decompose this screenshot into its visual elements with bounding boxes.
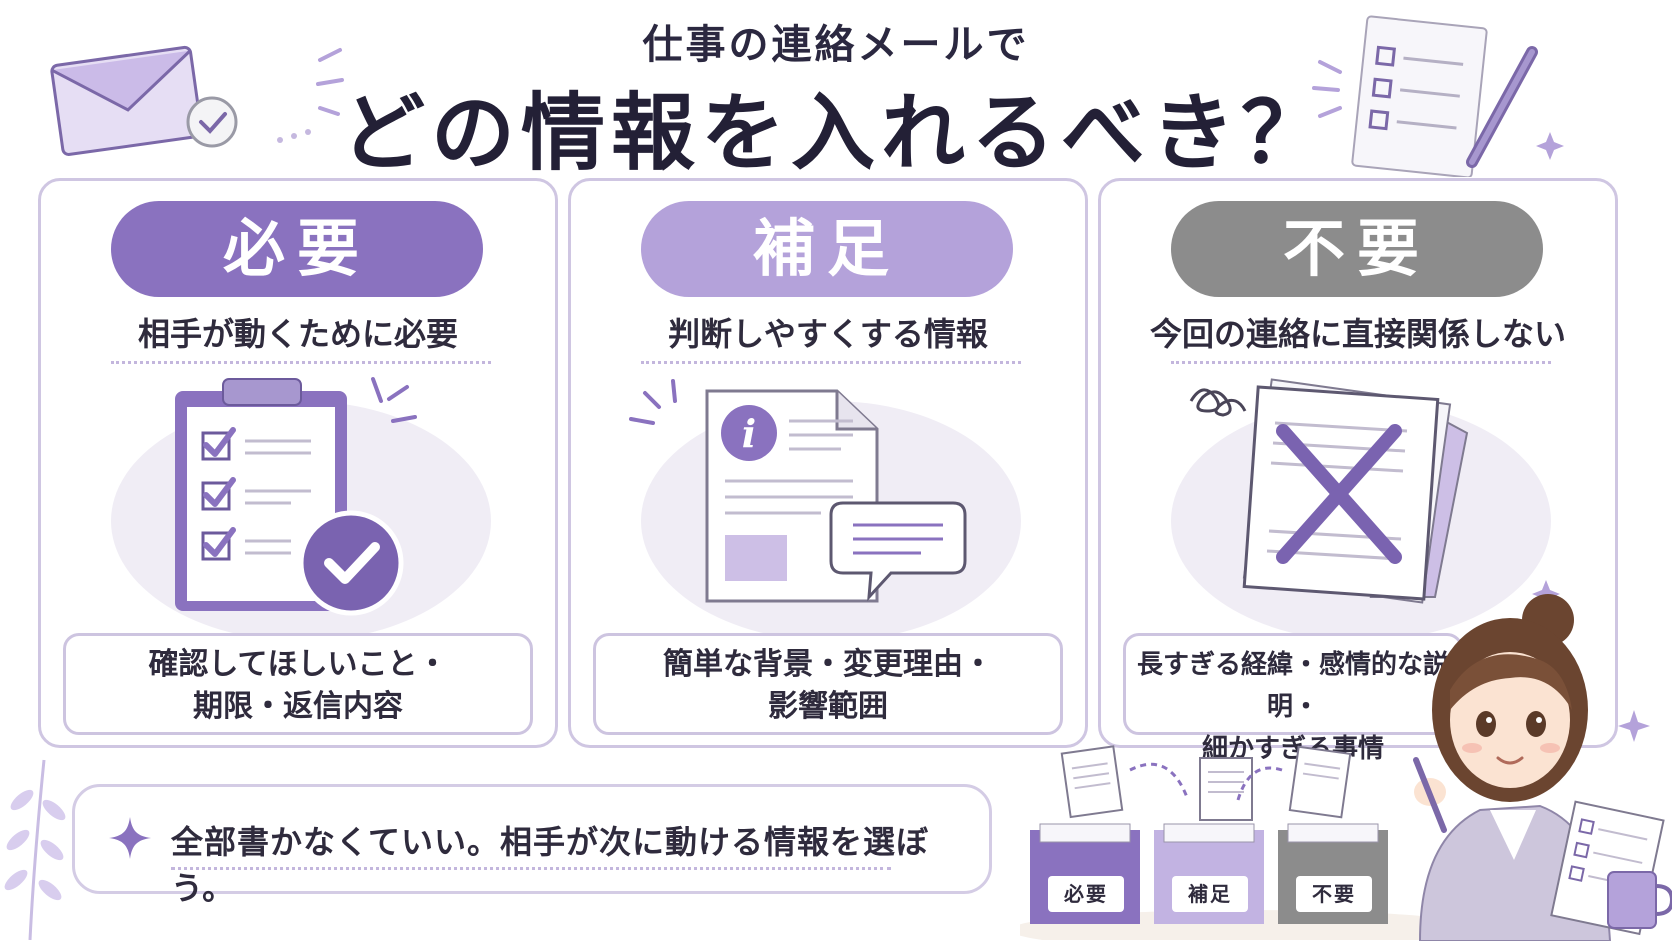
card-detail-line: 期限・返信内容 — [193, 689, 403, 724]
card-unnecessary: 不要 今回の連絡に直接関係しない 長すぎる経緯・感情的な説明・ 細かすぎる事情 — [1098, 178, 1618, 764]
svg-text:i: i — [742, 411, 756, 456]
card-detail-line: 長すぎる経緯・感情的な説明・ — [1136, 650, 1449, 722]
tray-label-required: 必要 — [1048, 876, 1124, 912]
tray-label-supplementary: 補足 — [1172, 876, 1248, 912]
divider — [1171, 361, 1551, 364]
checklist-pen-icon — [1312, 15, 1564, 177]
card-subtitle: 判断しやすくする情報 — [668, 315, 988, 353]
crossed-paper-icon — [1189, 378, 1469, 604]
page-title: どの情報を入れるべき？ — [340, 84, 1331, 182]
message-text: 全部書かなくていい。相手が次に動ける情報を選ぼう。 — [171, 823, 930, 907]
sparkle-lines-decor — [277, 48, 344, 143]
card-detail-line: 確認してほしいこと・ — [148, 647, 448, 682]
clipboard-check-icon — [175, 377, 417, 616]
card-label: 補足 — [641, 201, 1013, 297]
card-label: 不要 — [1171, 201, 1543, 297]
tray-label-unnecessary: 不要 — [1296, 876, 1372, 912]
divider — [641, 361, 1021, 364]
card-detail-box: 長すぎる経緯・感情的な説明・ 細かすぎる事情 — [1123, 633, 1463, 764]
divider — [111, 361, 491, 364]
sparkle-icon — [109, 817, 151, 859]
message-bubble: 全部書かなくていい。相手が次に動ける情報を選ぼう。 — [72, 784, 992, 907]
card-subtitle: 相手が動くために必要 — [137, 315, 458, 353]
info-document-icon: i — [629, 379, 967, 603]
page-subtitle: 仕事の連絡メールで — [642, 22, 1030, 68]
card-subtitle: 今回の連絡に直接関係しない — [1149, 315, 1566, 353]
envelope-icon — [50, 45, 238, 156]
card-detail-line: 簡単な背景・変更理由・ — [663, 647, 993, 682]
leaf-decoration — [4, 759, 66, 940]
woman-character-illustration — [1413, 580, 1672, 941]
card-detail-line: 影響範囲 — [768, 689, 888, 724]
message-divider — [171, 867, 891, 870]
card-required: 必要 相手が動くために必要 確認してほしいこと・ 期限・返信内容 — [38, 178, 558, 748]
card-supplementary: 補足 判断しやすくする情報 i 簡単な背景・変更理由・ 影響範囲 — [568, 178, 1088, 748]
card-label: 必要 — [111, 201, 483, 297]
card-detail-box: 簡単な背景・変更理由・ 影響範囲 — [593, 633, 1063, 735]
card-detail-box: 確認してほしいこと・ 期限・返信内容 — [63, 633, 533, 735]
